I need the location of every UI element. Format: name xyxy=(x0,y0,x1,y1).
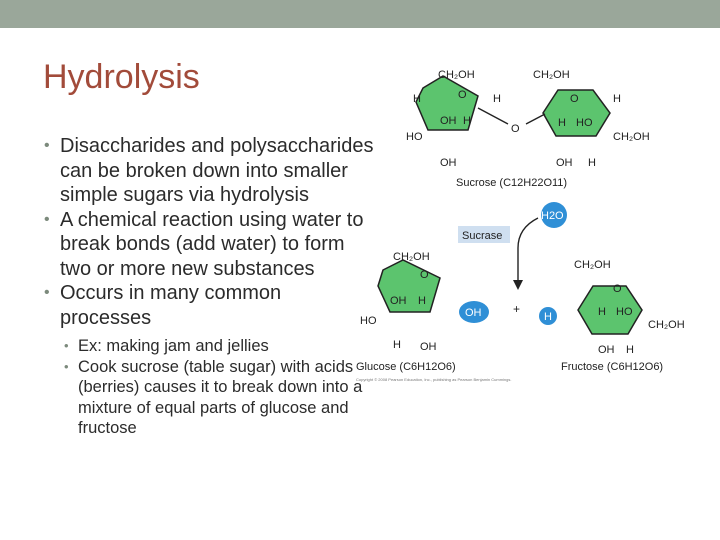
bullet-text: A chemical reaction using water to break… xyxy=(60,208,364,280)
bullet-item: • A chemical reaction using water to bre… xyxy=(44,208,374,282)
chem-group: CH₂OH xyxy=(393,251,430,263)
sub-bullet-item: • Ex: making jam and jellies xyxy=(44,336,374,357)
bullet-dot: • xyxy=(44,284,50,301)
chem-group: HO xyxy=(576,117,593,129)
chem-group: H xyxy=(613,93,621,105)
chem-group: OH xyxy=(420,341,437,353)
water-molecule xyxy=(541,202,567,228)
glycosidic-bond-left xyxy=(477,107,509,125)
top-bar xyxy=(0,0,720,28)
chem-group: H xyxy=(463,115,471,127)
hydrolysis-diagram-svg: O O O CH₂OH CH₂OH CH₂OH HO OH H H HO OH … xyxy=(356,69,685,382)
sub-bullet-text: Ex: making jam and jellies xyxy=(78,337,269,355)
chem-group: HO xyxy=(616,306,633,318)
bullet-dot: • xyxy=(44,210,50,228)
ring-oxygen: O xyxy=(613,283,622,295)
hydrolysis-diagram: O O O CH₂OH CH₂OH CH₂OH HO OH H H HO OH … xyxy=(348,58,708,388)
hydrogen-label: H xyxy=(544,311,552,323)
sub-bullet-item: • Cook sucrose (table sugar) with acids … xyxy=(44,357,378,439)
sub-bullet-dot: • xyxy=(64,338,69,353)
bullet-text: Disaccharides and polysaccharides can be… xyxy=(60,135,374,206)
chem-group: H xyxy=(418,295,426,307)
plus-sign: + xyxy=(513,302,520,316)
glucose-label: Glucose (C6H12O6) xyxy=(356,361,456,373)
glycosidic-bond-right xyxy=(525,113,546,125)
sub-bullet-text: Cook sucrose (table sugar) with acids (b… xyxy=(78,357,363,438)
sucrose-label: Sucrose (C12H22O11) xyxy=(456,177,567,189)
chem-group: OH xyxy=(556,157,573,169)
chem-group: H xyxy=(413,93,421,105)
chem-group: OH xyxy=(440,115,457,127)
sub-bullet-dot: • xyxy=(64,358,69,374)
bullet-item: • Occurs in many common processes xyxy=(44,281,350,330)
chem-group: H xyxy=(626,344,634,356)
chem-group: CH₂OH xyxy=(438,69,475,81)
chem-group: OH xyxy=(598,344,615,356)
hydrogen-atom xyxy=(539,307,557,325)
copyright-text: Copyright © 2008 Pearson Education, Inc.… xyxy=(356,377,511,382)
sucrase-label: Sucrase xyxy=(462,230,502,242)
arrow-head xyxy=(513,280,523,290)
chem-group: HO xyxy=(406,131,423,143)
bullet-text: Occurs in many common processes xyxy=(60,282,282,329)
chem-group: CH₂OH xyxy=(574,259,611,271)
ring-oxygen: O xyxy=(570,93,579,105)
water-label: H2O xyxy=(541,210,564,222)
chem-group: H xyxy=(598,306,606,318)
hydroxyl-label: OH xyxy=(465,307,482,319)
fructose-label: Fructose (C6H12O6) xyxy=(561,361,663,373)
sucrose-fructose-ring xyxy=(542,89,611,137)
bridge-oxygen: O xyxy=(511,123,520,135)
hydroxyl-group xyxy=(459,301,489,323)
chem-group: H xyxy=(393,339,401,351)
bullet-dot: • xyxy=(44,137,50,154)
bullet-list: • Disaccharides and polysaccharides can … xyxy=(44,134,374,439)
ring-oxygen: O xyxy=(420,269,429,281)
fructose-ring xyxy=(577,285,643,335)
slide-title: Hydrolysis xyxy=(43,58,200,96)
chem-group: CH₂OH xyxy=(613,131,650,143)
sucrase-box xyxy=(458,226,510,243)
chem-group: CH₂OH xyxy=(533,69,570,81)
sucrose-glucose-ring xyxy=(415,75,479,131)
chem-group: H xyxy=(493,93,501,105)
chem-group: OH xyxy=(440,157,457,169)
chem-group: OH xyxy=(390,295,407,307)
chem-group: H xyxy=(588,157,596,169)
reaction-arrow xyxy=(517,217,539,283)
ring-oxygen: O xyxy=(458,89,467,101)
chem-group: CH₂OH xyxy=(648,319,685,331)
chem-group: HO xyxy=(360,315,377,327)
glucose-ring xyxy=(377,259,441,313)
bullet-item: • Disaccharides and polysaccharides can … xyxy=(44,134,374,208)
chem-group: H xyxy=(558,117,566,129)
